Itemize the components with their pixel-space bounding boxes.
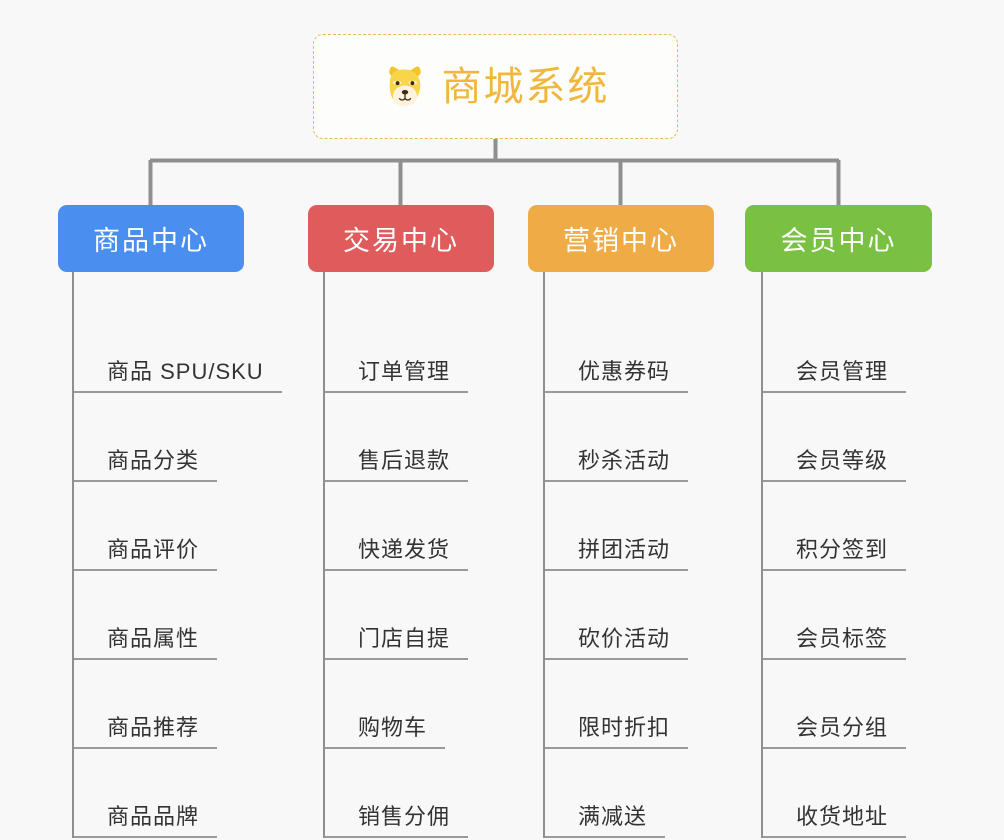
leaf-label: 门店自提 xyxy=(325,626,469,660)
leaf-label: 积分签到 xyxy=(763,537,907,571)
leaf-label: 优惠券码 xyxy=(545,359,689,393)
leaf-label: 商品属性 xyxy=(74,626,218,660)
leaf-item[interactable]: 限时折扣 xyxy=(545,660,758,749)
leaf-list-trade: 订单管理 售后退款 快递发货 门店自提 购物车 销售分佣 xyxy=(323,272,538,838)
leaf-label: 收货地址 xyxy=(763,804,907,838)
leaf-label: 订单管理 xyxy=(325,359,469,393)
branch-column-product: 商品中心 商品 SPU/SKU 商品分类 商品评价 商品属性 商品推荐 商品品牌 xyxy=(58,205,288,838)
leaf-label: 商品 SPU/SKU xyxy=(74,359,282,393)
category-header-marketing[interactable]: 营销中心 xyxy=(528,205,714,272)
leaf-item[interactable]: 商品推荐 xyxy=(74,660,288,749)
leaf-label: 会员等级 xyxy=(763,448,907,482)
leaf-label: 会员标签 xyxy=(763,626,907,660)
leaf-item[interactable]: 订单管理 xyxy=(325,304,538,393)
branch-column-marketing: 营销中心 优惠券码 秒杀活动 拼团活动 砍价活动 限时折扣 满减送 xyxy=(528,205,758,838)
leaf-item[interactable]: 拼团活动 xyxy=(545,482,758,571)
leaf-item[interactable]: 商品评价 xyxy=(74,482,288,571)
category-label: 会员中心 xyxy=(780,226,897,256)
leaf-label: 商品品牌 xyxy=(74,804,218,838)
leaf-label: 快递发货 xyxy=(325,537,469,571)
leaf-item[interactable]: 商品属性 xyxy=(74,571,288,660)
leaf-item[interactable]: 满减送 xyxy=(545,749,758,838)
category-header-trade[interactable]: 交易中心 xyxy=(308,205,494,272)
leaf-label: 秒杀活动 xyxy=(545,448,689,482)
leaf-label: 砍价活动 xyxy=(545,626,689,660)
leaf-item[interactable]: 会员分组 xyxy=(763,660,975,749)
leaf-list-member: 会员管理 会员等级 积分签到 会员标签 会员分组 收货地址 xyxy=(761,272,975,838)
branch-column-member: 会员中心 会员管理 会员等级 积分签到 会员标签 会员分组 收货地址 xyxy=(745,205,975,838)
category-label: 营销中心 xyxy=(563,226,679,256)
leaf-item[interactable]: 售后退款 xyxy=(325,393,538,482)
category-header-member[interactable]: 会员中心 xyxy=(745,205,932,272)
leaf-item[interactable]: 购物车 xyxy=(325,660,538,749)
leaf-label: 会员分组 xyxy=(763,715,907,749)
root-node[interactable]: 商城系统 xyxy=(313,34,678,139)
leaf-item[interactable]: 会员标签 xyxy=(763,571,975,660)
branch-column-trade: 交易中心 订单管理 售后退款 快递发货 门店自提 购物车 销售分佣 xyxy=(308,205,538,838)
leaf-item[interactable]: 优惠券码 xyxy=(545,304,758,393)
leaf-item[interactable]: 商品品牌 xyxy=(74,749,288,838)
leaf-label: 满减送 xyxy=(545,804,666,838)
leaf-item[interactable]: 积分签到 xyxy=(763,482,975,571)
category-header-product[interactable]: 商品中心 xyxy=(58,205,244,272)
leaf-item[interactable]: 商品 SPU/SKU xyxy=(74,304,288,393)
leaf-list-marketing: 优惠券码 秒杀活动 拼团活动 砍价活动 限时折扣 满减送 xyxy=(543,272,758,838)
category-label: 商品中心 xyxy=(93,226,209,256)
leaf-label: 售后退款 xyxy=(325,448,469,482)
dog-face-icon xyxy=(382,64,428,110)
leaf-label: 购物车 xyxy=(325,715,446,749)
leaf-item[interactable]: 快递发货 xyxy=(325,482,538,571)
leaf-item[interactable]: 商品分类 xyxy=(74,393,288,482)
leaf-label: 会员管理 xyxy=(763,359,907,393)
leaf-label: 商品推荐 xyxy=(74,715,218,749)
leaf-list-product: 商品 SPU/SKU 商品分类 商品评价 商品属性 商品推荐 商品品牌 xyxy=(72,272,288,838)
leaf-label: 拼团活动 xyxy=(545,537,689,571)
leaf-item[interactable]: 会员等级 xyxy=(763,393,975,482)
category-label: 交易中心 xyxy=(343,226,459,256)
leaf-item[interactable]: 砍价活动 xyxy=(545,571,758,660)
root-title: 商城系统 xyxy=(441,64,610,109)
leaf-label: 商品评价 xyxy=(74,537,218,571)
leaf-item[interactable]: 秒杀活动 xyxy=(545,393,758,482)
leaf-label: 限时折扣 xyxy=(545,715,689,749)
leaf-item[interactable]: 销售分佣 xyxy=(325,749,538,838)
leaf-label: 销售分佣 xyxy=(325,804,469,838)
leaf-item[interactable]: 收货地址 xyxy=(763,749,975,838)
leaf-item[interactable]: 门店自提 xyxy=(325,571,538,660)
leaf-item[interactable]: 会员管理 xyxy=(763,304,975,393)
leaf-label: 商品分类 xyxy=(74,448,218,482)
